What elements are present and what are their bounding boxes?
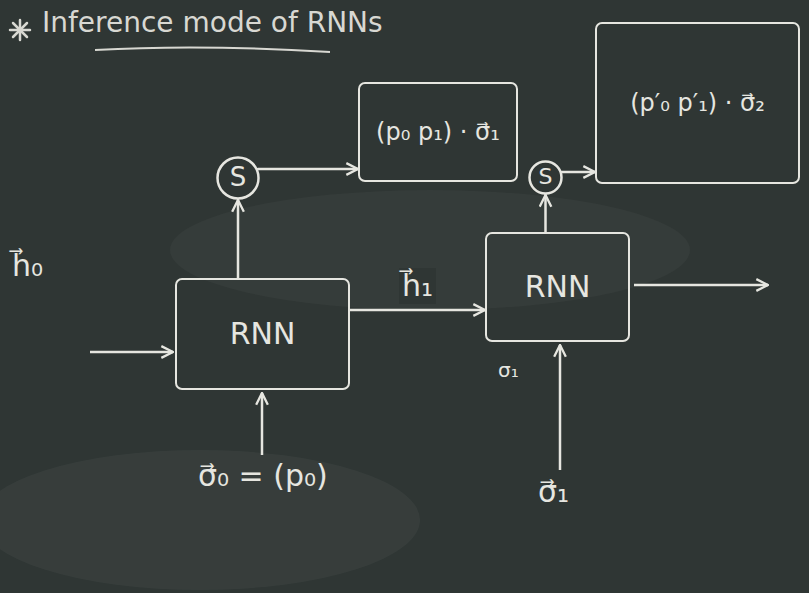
node-text: RNN — [230, 316, 296, 352]
math-label: σ⃗₁ — [538, 474, 569, 510]
circle-outline — [530, 162, 562, 194]
output-box: (p′₀ p′₁) · σ⃗₂ — [595, 22, 800, 184]
circle-outline — [218, 158, 259, 199]
math-label: h⃗₀ — [12, 248, 43, 284]
softmax-circle: S — [528, 160, 563, 195]
edge-label: h⃗₁ — [399, 268, 436, 304]
node-content: (p₀ p₁) · σ⃗₁ — [376, 118, 500, 147]
node-content: (p′₀ p′₁) · σ⃗₂ — [630, 89, 765, 118]
math-label: σ⃗₀ = (p₀) — [198, 458, 328, 494]
output-arrow — [634, 284, 768, 287]
rnn-cell: RNN — [175, 278, 350, 390]
bullet-star — [10, 20, 30, 40]
diagram-title: Inference mode of RNNs — [42, 6, 383, 40]
softmax-circle: S — [216, 156, 260, 200]
flow-arrow — [562, 171, 595, 174]
node-content: S — [230, 162, 247, 193]
chalk-smudge — [0, 450, 420, 590]
output-box: (p₀ p₁) · σ⃗₁ — [358, 82, 518, 182]
input-arrow — [559, 345, 562, 470]
input-arrow — [261, 393, 264, 455]
input-arrow — [90, 351, 173, 354]
chalk-smudge — [170, 190, 690, 310]
node-text: S — [230, 162, 247, 193]
title-underline — [95, 47, 330, 52]
math-label: σ₁ — [498, 358, 519, 382]
flow-arrow — [350, 309, 485, 312]
node-content: RNN — [230, 316, 296, 352]
node-content: S — [539, 164, 553, 190]
rnn-cell: RNN — [485, 232, 630, 342]
node-text: (p₀ p₁) · σ⃗₁ — [376, 118, 500, 147]
node-text: RNN — [525, 269, 591, 305]
flow-arrow — [544, 195, 547, 232]
flow-arrow — [237, 200, 240, 278]
flow-arrow — [258, 168, 358, 171]
node-content: RNN — [525, 269, 591, 305]
node-text: S — [539, 164, 553, 190]
node-text: (p′₀ p′₁) · σ⃗₂ — [630, 89, 765, 118]
